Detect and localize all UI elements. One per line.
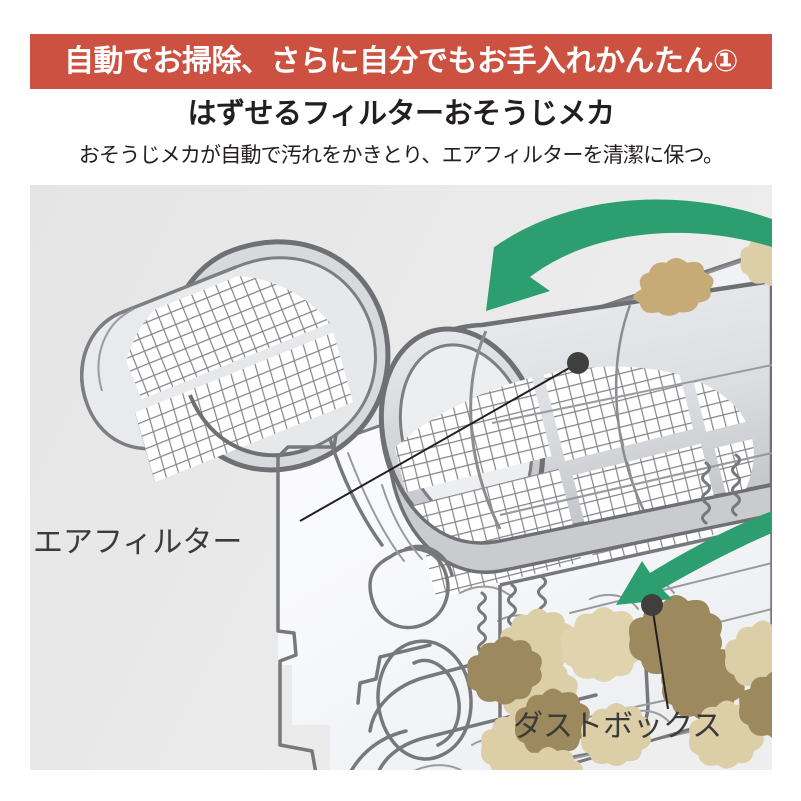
dust-blob bbox=[739, 671, 772, 738]
dust-blob bbox=[513, 747, 583, 770]
dust-blob bbox=[515, 688, 590, 757]
callout-label-dust-box: ダストボックス bbox=[513, 710, 723, 743]
airflow-arrow-bottom bbox=[616, 511, 772, 605]
callout-leader-dust-box bbox=[641, 594, 669, 710]
illustration-svg bbox=[30, 185, 772, 770]
air-filter-drum-left bbox=[80, 239, 391, 483]
product-illustration bbox=[30, 185, 772, 770]
callout-marker-dust-box bbox=[641, 594, 663, 616]
callout-marker-air-filter bbox=[567, 352, 589, 374]
dust-blob bbox=[561, 606, 645, 683]
callout-label-air-filter: エアフィルター bbox=[33, 526, 243, 559]
dust-blob bbox=[633, 257, 714, 316]
air-filter-drum-main bbox=[378, 278, 772, 599]
header-banner: 自動でお掃除、さらに自分でもお手入れかんたん① bbox=[30, 34, 772, 89]
header-banner-text: 自動でお掃除、さらに自分でもお手入れかんたん① bbox=[64, 44, 738, 78]
dust-blob bbox=[740, 231, 772, 286]
page-description: おそうじメカが自動で汚れをかきとり、エアフィルターを清潔に保つ。 bbox=[78, 144, 724, 167]
page-title: はずせるフィルターおそうじメカ bbox=[187, 98, 615, 130]
dust-blob bbox=[467, 636, 542, 705]
airflow-arrow-top bbox=[486, 199, 772, 311]
illustration-content bbox=[80, 199, 772, 770]
dust-blob bbox=[725, 620, 772, 689]
dust-blob bbox=[580, 702, 651, 767]
callout-leader-air-filter bbox=[299, 352, 589, 522]
